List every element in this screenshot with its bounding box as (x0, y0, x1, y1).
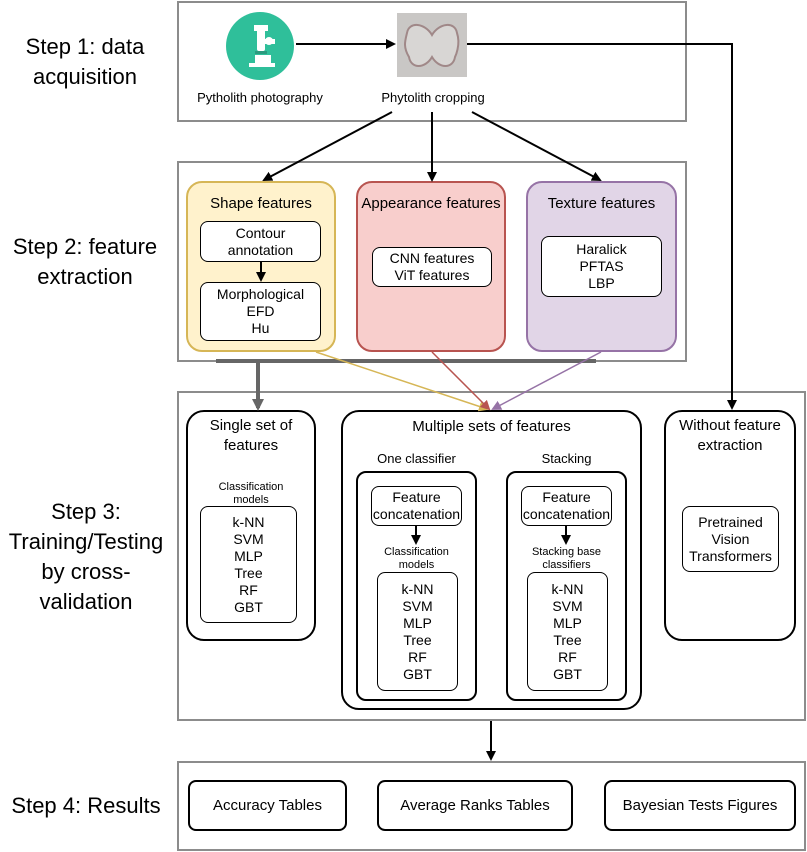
microscope-icon (225, 11, 295, 81)
single-models-box: k-NN SVM MLP Tree RF GBT (200, 506, 297, 623)
step4-label: Step 4: Results (11, 793, 161, 818)
pretrained-vit-box: Pretrained Vision Transformers (682, 506, 779, 572)
step2-label: Step 2: feature extraction (12, 234, 158, 289)
stacking-subtitle: Stacking base classifiers (531, 546, 602, 571)
texture-features-title: Texture features (547, 195, 656, 212)
cropping-label: Phytolith cropping (381, 90, 485, 105)
appearance-features-title: Appearance features (361, 195, 501, 212)
single-set-title: Single set of features (209, 417, 293, 454)
one-models-box: k-NN SVM MLP Tree RF GBT (377, 572, 458, 691)
stacking-concat-box: Feature concatenation (521, 486, 612, 526)
step3-label: Step 3: Training/Testing by cross- valid… (8, 499, 164, 614)
stacking-models-box: k-NN SVM MLP Tree RF GBT (527, 572, 608, 691)
morphological-box: Morphological EFD Hu (200, 282, 321, 341)
phytolith-image (397, 13, 467, 77)
accuracy-tables-box: Accuracy Tables (188, 780, 347, 831)
step1-label: Step 1: data acquisition (25, 34, 145, 89)
one-classifier-subtitle: Classification models (384, 546, 449, 571)
without-feature-title: Without feature extraction (679, 417, 781, 454)
average-ranks-tables-box: Average Ranks Tables (377, 780, 573, 831)
contour-annotation-box: Contour annotation (200, 221, 321, 262)
one-concat-box: Feature concatenation (371, 486, 462, 526)
multiple-sets-title: Multiple sets of features (412, 418, 571, 435)
shape-features-title: Shape features (210, 195, 312, 212)
texture-items-box: Haralick PFTAS LBP (541, 236, 662, 297)
cnn-vit-box: CNN features ViT features (372, 247, 492, 287)
one-classifier-title: One classifier (377, 451, 456, 466)
stacking-title: Stacking (541, 451, 592, 466)
photography-label: Pytholith photography (197, 90, 323, 105)
single-set-subtitle: Classification models (218, 481, 284, 506)
bayesian-tests-figures-box: Bayesian Tests Figures (604, 780, 796, 831)
